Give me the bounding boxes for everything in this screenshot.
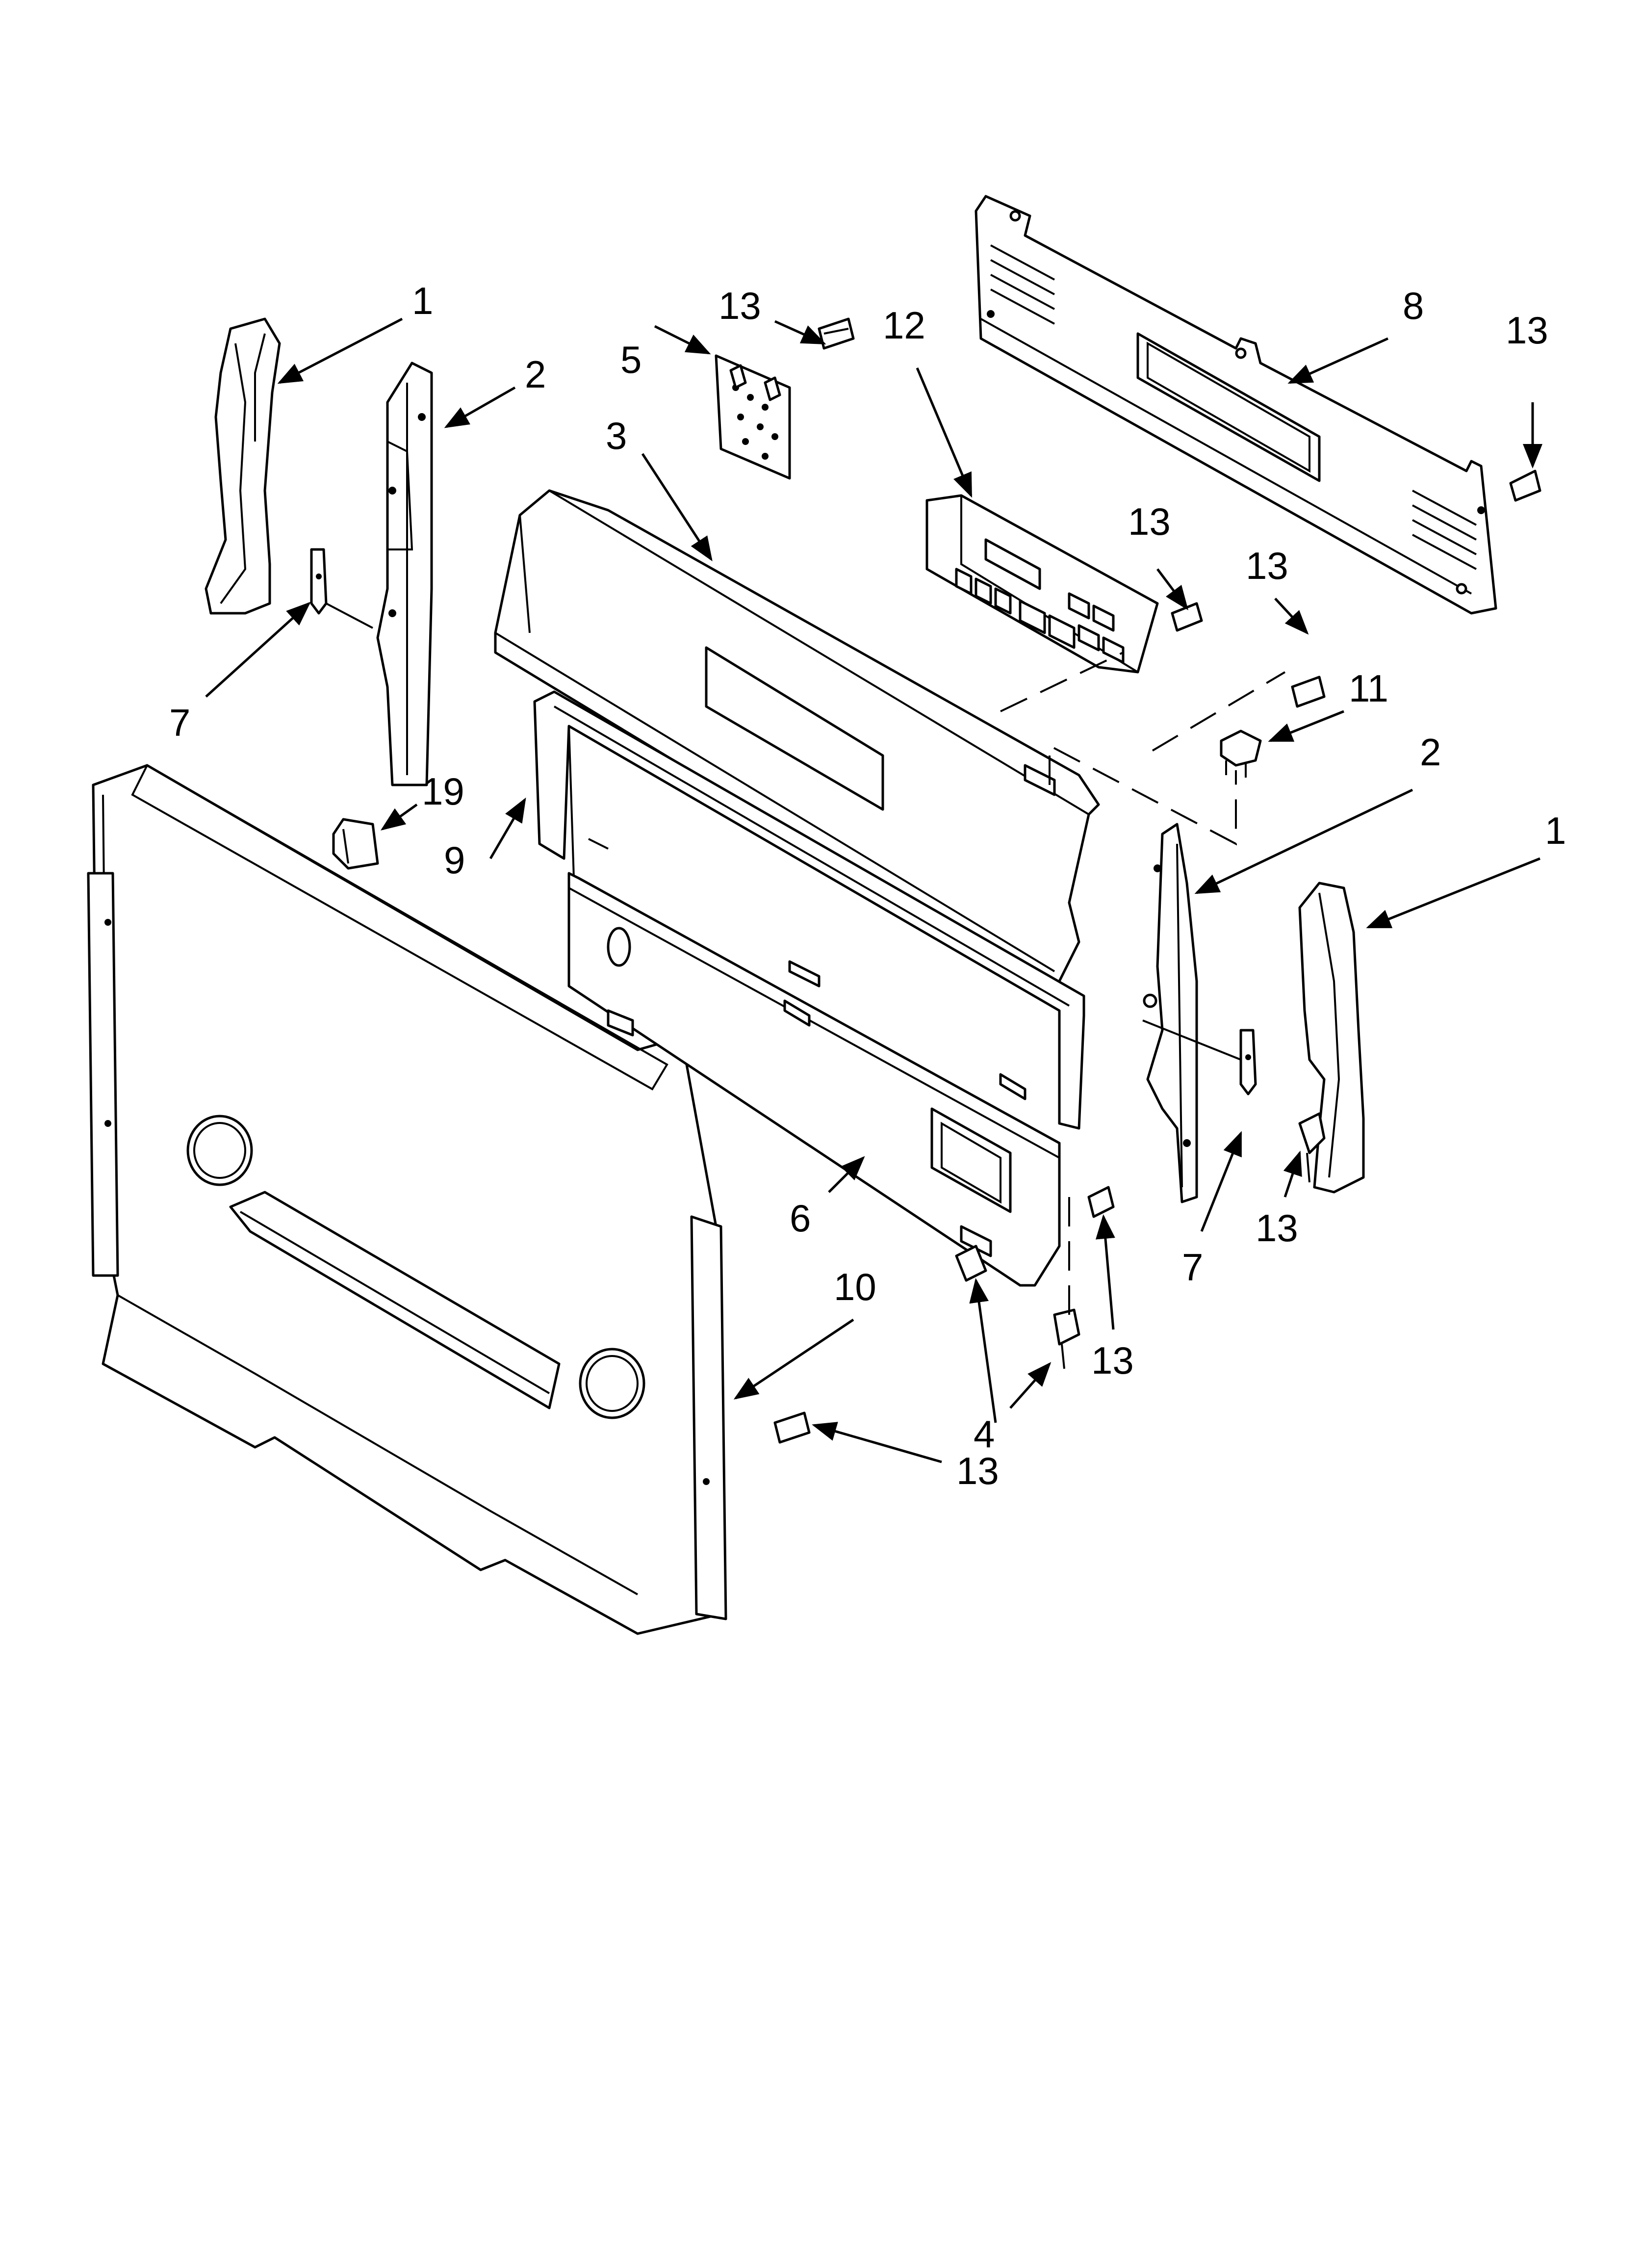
screw-end-cap (1298, 1112, 1326, 1183)
callout-13-panel: 13 (1091, 1339, 1134, 1382)
burner-hole-left (186, 1115, 253, 1186)
part-8-rear-cover (975, 195, 1497, 615)
callout-11: 11 (1349, 667, 1388, 710)
callout-2-right: 2 (1420, 730, 1441, 774)
screw-panel-right (1087, 1186, 1115, 1218)
part-11-switch (1220, 730, 1262, 778)
screw-rear-cover (1509, 469, 1541, 502)
callout-9: 9 (444, 838, 465, 882)
callout-1-right: 1 (1545, 809, 1566, 852)
part-5-control-board (715, 354, 791, 480)
callout-13-keypad: 13 (1128, 500, 1171, 543)
part-1-left-end-cap (205, 317, 281, 615)
callout-2-left: 2 (525, 353, 546, 396)
callout-4: 4 (974, 1412, 995, 1456)
part-19-clip (332, 818, 379, 870)
screw-panel-bottom (955, 1245, 987, 1282)
burner-hole-right (579, 1348, 645, 1419)
part-1-right-end-cap (1298, 882, 1365, 1194)
callout-13-console: 13 (1246, 544, 1288, 587)
part-3-console-backguard (494, 489, 1100, 992)
assembly-line-1 (1000, 652, 1124, 712)
assembly-line-3 (1049, 744, 1237, 846)
screw-keypad (1171, 602, 1203, 632)
panel-slot-bracket (229, 1191, 561, 1409)
part-10-front-panel (87, 764, 727, 1635)
part-12-keypad (925, 494, 1159, 674)
callout-5: 5 (620, 338, 641, 381)
callout-6: 6 (790, 1197, 811, 1240)
callout-7-right: 7 (1182, 1246, 1203, 1289)
callout-1-left: 1 (412, 279, 433, 322)
callout-13-endcap: 13 (1256, 1206, 1298, 1250)
callout-8: 8 (1403, 284, 1424, 327)
part-6-control-panel (567, 872, 1061, 1287)
callout-13-board: 13 (718, 284, 761, 327)
part-2-right-side-bracket (1143, 823, 1198, 1203)
callout-10: 10 (834, 1265, 876, 1308)
screw-top-board (818, 317, 855, 350)
screw-console (1291, 676, 1326, 708)
leaders (205, 317, 1542, 1463)
part-7-right-clip (1142, 1019, 1257, 1095)
part-4-screw (1053, 1308, 1080, 1369)
callout-13-front: 13 (956, 1449, 999, 1492)
panel-hole (607, 927, 631, 967)
callout-19: 19 (422, 770, 464, 813)
callout-13-rear: 13 (1506, 309, 1548, 352)
callout-7-left: 7 (169, 701, 190, 744)
part-2-left-side-bracket (376, 362, 433, 786)
part-7-left-clip (310, 548, 373, 629)
part-9-rear-frame (533, 690, 1085, 1130)
callout-12: 12 (883, 304, 925, 347)
assembly-line-2 (1152, 671, 1286, 752)
screw-front-panel (773, 1411, 811, 1444)
callout-3: 3 (606, 414, 627, 457)
